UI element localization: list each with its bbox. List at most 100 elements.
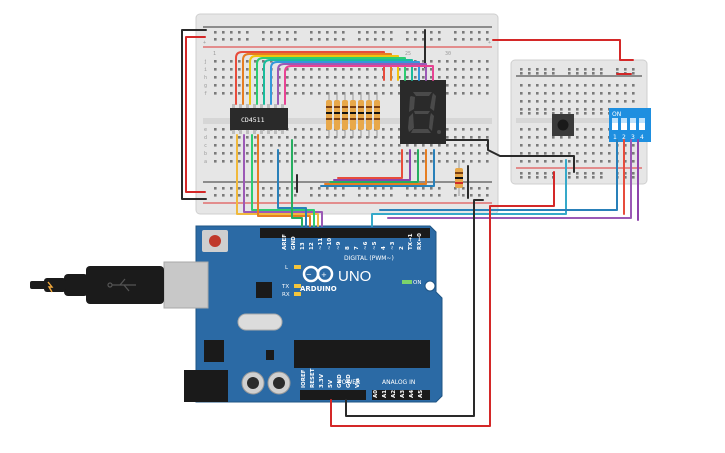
pull-resistor[interactable] [455, 160, 463, 196]
digital-pin-label: GND [291, 236, 297, 250]
rx-label: RX [282, 292, 290, 298]
power-pin-label: 3.3V [319, 373, 325, 388]
row-letter: i [204, 67, 207, 73]
reset-button-cap[interactable] [209, 235, 221, 247]
digital-pin-label: AREF [282, 234, 288, 250]
digital-label: DIGITAL (PWM~) [344, 255, 394, 262]
power-pin-label: GND [337, 374, 343, 388]
l-label: L [285, 265, 289, 271]
resistor[interactable] [374, 92, 380, 138]
analog-label: ANALOG IN [382, 379, 415, 386]
led-rx [294, 292, 301, 296]
cd4511-chip[interactable]: CD4511 [230, 104, 288, 134]
analog-pin-label: A5 [418, 390, 424, 398]
dip-number: 2 [622, 134, 626, 141]
power-header [300, 390, 366, 400]
digital-pin-label: ~5 [372, 241, 378, 250]
row-letter: g [204, 83, 207, 89]
digital-pin-label: ~6 [363, 241, 369, 250]
atmega-chip [294, 340, 430, 368]
digital-pin-label: ~3 [390, 241, 396, 250]
row-letter: c [204, 143, 207, 149]
dip-number: 4 [640, 134, 644, 141]
power-pin-label: GND [346, 374, 352, 388]
column-number: 1 [213, 51, 216, 57]
voltage-regulator [204, 340, 224, 362]
digital-pin-label: 7 [354, 246, 360, 250]
dip-on-label: ON [612, 111, 621, 118]
resistor[interactable] [366, 92, 372, 138]
power-jack [184, 370, 228, 402]
row-letter: f [204, 91, 207, 97]
dip-lever[interactable] [630, 118, 636, 130]
model-label: UNO [338, 268, 371, 285]
analog-pin-label: A4 [409, 390, 415, 398]
row-letter: e [204, 127, 207, 133]
row-letter: h [204, 75, 207, 81]
digital-pin-label: ~9 [336, 241, 342, 250]
power-pin-label: 5V [328, 379, 334, 388]
resistor-array[interactable] [326, 92, 380, 138]
led-l [294, 265, 301, 269]
digital-pin-label: 13 [300, 242, 306, 250]
digital-pin-label: ~11 [318, 238, 324, 250]
seven-segment-display[interactable] [400, 80, 446, 144]
analog-pin-label: A0 [373, 390, 379, 398]
dip-lever[interactable] [621, 118, 627, 130]
usb-connector [163, 261, 209, 309]
digital-pin-label: TX→1 [408, 233, 414, 250]
resistor[interactable] [326, 92, 332, 138]
row-letter: a [204, 159, 207, 165]
led-on [402, 280, 412, 284]
digital-pin-label: 8 [345, 246, 351, 250]
rail-plus-label-right: + [488, 40, 491, 46]
resistor[interactable] [358, 92, 364, 138]
on-label: ON [413, 280, 421, 286]
crystal [237, 313, 283, 331]
chip-label: CD4511 [241, 116, 265, 124]
wires [181, 29, 639, 427]
rail-plus-label: + [203, 40, 206, 46]
analog-header [372, 390, 430, 400]
digital-pin-label: 12 [309, 242, 315, 250]
push-button[interactable] [552, 114, 574, 136]
dip-number: 3 [631, 134, 635, 141]
power-pin-label: RESET [310, 368, 316, 388]
usb-cable [30, 266, 164, 304]
row-letter: d [204, 135, 207, 141]
small-breadboard[interactable] [510, 59, 648, 185]
digital-pin-label: 2 [399, 246, 405, 250]
usb-icon [107, 278, 136, 292]
resistor[interactable] [342, 92, 348, 138]
power-pin-label: Vin [355, 378, 361, 388]
power-label: POWER [338, 379, 360, 386]
digital-pin-label: 4 [381, 246, 387, 250]
arduino-board[interactable]: − + ARDUINO UNO ON L TX RX DIGITAL (PWM~… [163, 225, 443, 403]
segments [408, 92, 441, 134]
column-number: 30 [445, 51, 451, 57]
digital-header [260, 228, 430, 238]
lightning-icon [47, 281, 54, 293]
brand-label: ARDUINO [300, 285, 337, 293]
resistor[interactable] [350, 92, 356, 138]
dip-lever[interactable] [639, 118, 645, 130]
analog-pin-label: A1 [382, 390, 388, 398]
tx-label: TX [281, 284, 289, 290]
analog-pin-label: A3 [400, 390, 406, 398]
column-number: 25 [405, 51, 411, 57]
power-pin-label: IOREF [301, 369, 307, 388]
usb-chip [256, 282, 272, 298]
dip-number: 1 [613, 134, 617, 141]
row-letter: j [204, 59, 207, 65]
digital-pin-label: RX←0 [417, 233, 423, 250]
dip-lever[interactable] [612, 118, 618, 130]
resistor[interactable] [334, 92, 340, 138]
analog-pin-label: A2 [391, 390, 397, 398]
led-tx [294, 284, 301, 288]
digital-pin-label: ~10 [327, 238, 333, 250]
row-letter: b [204, 151, 207, 157]
svg-text:+: + [321, 271, 327, 279]
